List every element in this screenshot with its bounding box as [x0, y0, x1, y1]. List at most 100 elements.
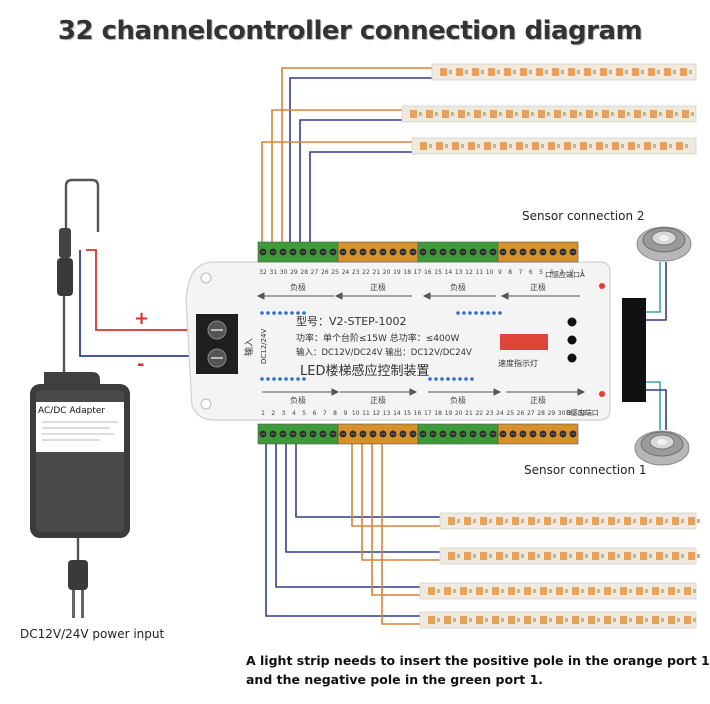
- bottom-terminal-block: [417, 423, 499, 445]
- top-channel-number: 28: [300, 269, 308, 276]
- controller-board: 型号：V2-STEP-1002 功率：单个台阶≤15W 总功率：≤400W 输入…: [185, 261, 646, 421]
- bottom-channel-number: 20: [455, 410, 463, 417]
- mount-hole-bottom: [200, 398, 212, 410]
- top-section-label: 负极: [290, 282, 306, 292]
- bottom-terminal-block: [497, 423, 579, 445]
- bottom-channel-number: 30: [558, 410, 566, 417]
- bottom-channel-number: 5: [302, 410, 306, 417]
- top-channel-number: 31: [269, 269, 277, 276]
- top-channel-number: 21: [372, 269, 380, 276]
- power-wire-neg: [79, 250, 196, 357]
- top-channel-number: 2: [570, 269, 574, 276]
- bottom-channel-number: 19: [445, 410, 453, 417]
- controller-model: 型号：V2-STEP-1002: [296, 314, 407, 328]
- top-channel-number: 5: [539, 269, 543, 276]
- top-channel-number: 11: [475, 269, 483, 276]
- ac-dc-adapter: [30, 372, 130, 538]
- bottom-channel-number: 13: [383, 410, 391, 417]
- mount-hole-top: [200, 272, 212, 284]
- dc-cable: [64, 178, 100, 236]
- input-label: 输入: [243, 338, 255, 356]
- sensor-port-a-label: 口感应端口A: [545, 270, 585, 279]
- negative-sign: -: [137, 354, 145, 375]
- sensor-connector-block: [622, 298, 646, 402]
- bottom-channel-number: 3: [282, 410, 286, 417]
- led-strip: [439, 512, 700, 530]
- bottom-channel-number: 28: [537, 410, 545, 417]
- sensor-2-label: Sensor connection 2: [522, 209, 645, 223]
- sensor-2-wire-b: [646, 262, 667, 321]
- wire-upper-2-pos: [271, 109, 402, 248]
- bottom-channel-number: 12: [372, 410, 380, 417]
- power-input-label: DC12V/24V power input: [20, 627, 165, 641]
- top-channel-number: 14: [445, 269, 453, 276]
- bottom-channel-number: 2: [271, 410, 275, 417]
- bottom-channel-number: 11: [362, 410, 370, 417]
- channel-indicator-dots: [260, 311, 502, 381]
- controller-power-spec: 功率：单个台阶≤15W 总功率：≤400W: [296, 332, 459, 344]
- adapter-label: AC/DC Adapter: [38, 406, 106, 416]
- bottom-channel-number: 23: [486, 410, 494, 417]
- led-strip: [439, 547, 700, 565]
- top-channel-number: 8: [508, 269, 512, 276]
- wire-lower-1-neg: [295, 444, 440, 518]
- instruction-line-1: A light strip needs to insert the positi…: [246, 653, 710, 668]
- lower-strip-wires: [265, 444, 440, 625]
- top-channel-number: 4: [549, 269, 553, 276]
- led-strip: [419, 611, 697, 629]
- bottom-channel-number: 17: [424, 410, 432, 417]
- instruction-note: A light strip needs to insert the positi…: [246, 651, 710, 689]
- led-strip: [401, 105, 697, 123]
- ac-plug: [68, 560, 88, 618]
- bottom-channel-number: 22: [475, 410, 483, 417]
- bottom-channel-number: 32: [578, 410, 586, 417]
- wire-lower-3-neg: [275, 444, 420, 588]
- bottom-section-label: 负极: [290, 395, 306, 405]
- top-channel-number: 20: [383, 269, 391, 276]
- controller-name: LED楼梯感应控制装置: [300, 363, 429, 379]
- top-channel-number: 19: [393, 269, 401, 276]
- wire-upper-1-pos: [281, 67, 432, 248]
- wire-lower-2-pos: [361, 444, 440, 561]
- wire-upper-3-neg: [309, 151, 412, 248]
- sensor-port-b-label: B感应端口: [566, 408, 599, 417]
- controller-io-spec: 输入：DC12V/DC24V 输出：DC12V/DC24V: [296, 347, 472, 358]
- power-wires: [62, 178, 196, 562]
- top-channel-number: 16: [424, 269, 432, 276]
- positive-sign: +: [134, 308, 150, 329]
- wire-lower-4-pos: [381, 444, 420, 625]
- bottom-section-label: 负极: [450, 395, 466, 405]
- bottom-section-label: 正极: [530, 395, 546, 405]
- top-channel-number: 26: [321, 269, 329, 276]
- top-channel-number: 18: [403, 269, 411, 276]
- sensor-1: [634, 381, 690, 466]
- sensor-2: [636, 226, 692, 321]
- led-strip: [411, 137, 697, 155]
- bottom-channel-number: 16: [414, 410, 422, 417]
- top-channel-number: 27: [311, 269, 319, 276]
- sensor-port-b-led: [599, 391, 605, 397]
- wire-lower-3-pos: [371, 444, 420, 596]
- top-channel-number: 25: [331, 269, 339, 276]
- top-channel-number: 32: [259, 269, 267, 276]
- led-strip: [431, 63, 697, 81]
- instruction-line-2: and the negative pole in the green port …: [246, 672, 544, 687]
- bottom-channel-number: 6: [313, 410, 317, 417]
- bottom-channel-number: 4: [292, 410, 296, 417]
- top-terminal-block: [257, 241, 339, 263]
- speed-indicator-label: 速度指示灯: [498, 358, 538, 368]
- bottom-channel-number: 9: [343, 410, 347, 417]
- bottom-channel-number: 14: [393, 410, 401, 417]
- led-strip: [419, 582, 697, 600]
- speed-indicator-display: [500, 334, 548, 350]
- top-channel-number: 13: [455, 269, 463, 276]
- top-terminal-block: [417, 241, 499, 263]
- bottom-channel-number: 29: [548, 410, 556, 417]
- wire-upper-1-neg: [289, 77, 432, 248]
- top-channel-number: 17: [414, 269, 422, 276]
- sensor-port-a-led: [599, 283, 605, 289]
- top-channel-number: 9: [498, 269, 502, 276]
